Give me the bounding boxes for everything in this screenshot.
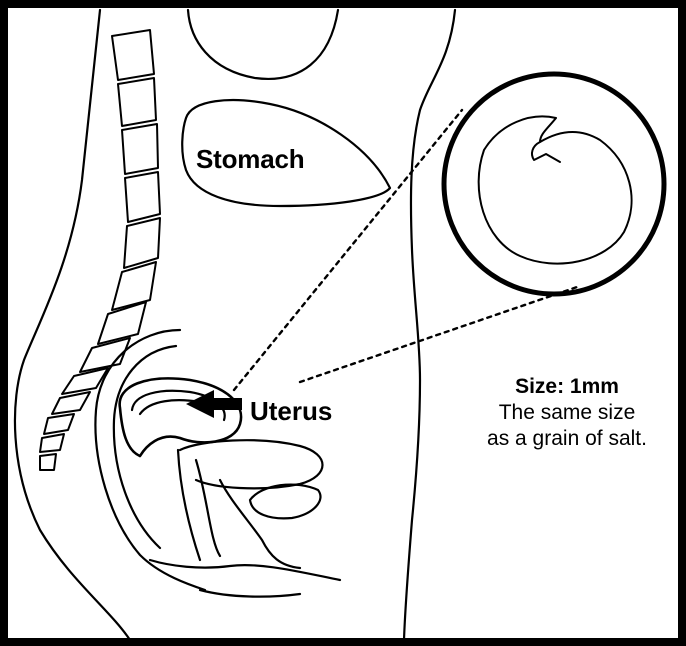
lower-organ-5 [200,590,300,597]
back-outline [15,10,130,638]
stomach-label: Stomach [196,144,304,175]
lower-organ-3 [220,480,300,568]
embryo-detail [532,142,560,162]
magnified-view-circle [444,74,664,294]
rectum-organ [250,485,320,519]
spine-vertebrae [40,30,160,470]
breast-outline [188,10,338,79]
lower-organ-4 [150,560,340,580]
lower-organ-1 [178,450,200,560]
belly-outline [404,10,455,638]
size-note-line-1: The same size [442,400,686,426]
pelvic-outline-outer [95,330,205,590]
pelvic-outline-inner [114,346,176,548]
uterus-label: Uterus [250,396,332,427]
size-note-line-2: as a grain of salt. [442,426,686,452]
body-illustration [8,8,678,638]
size-note-title: Size: 1mm [442,374,686,400]
arrow-left-icon [186,390,242,418]
connector-line-lower [300,286,580,382]
size-note: Size: 1mm The same size as a grain of sa… [442,374,686,452]
lower-organ-2 [196,460,220,556]
embryo-outline [479,116,632,263]
